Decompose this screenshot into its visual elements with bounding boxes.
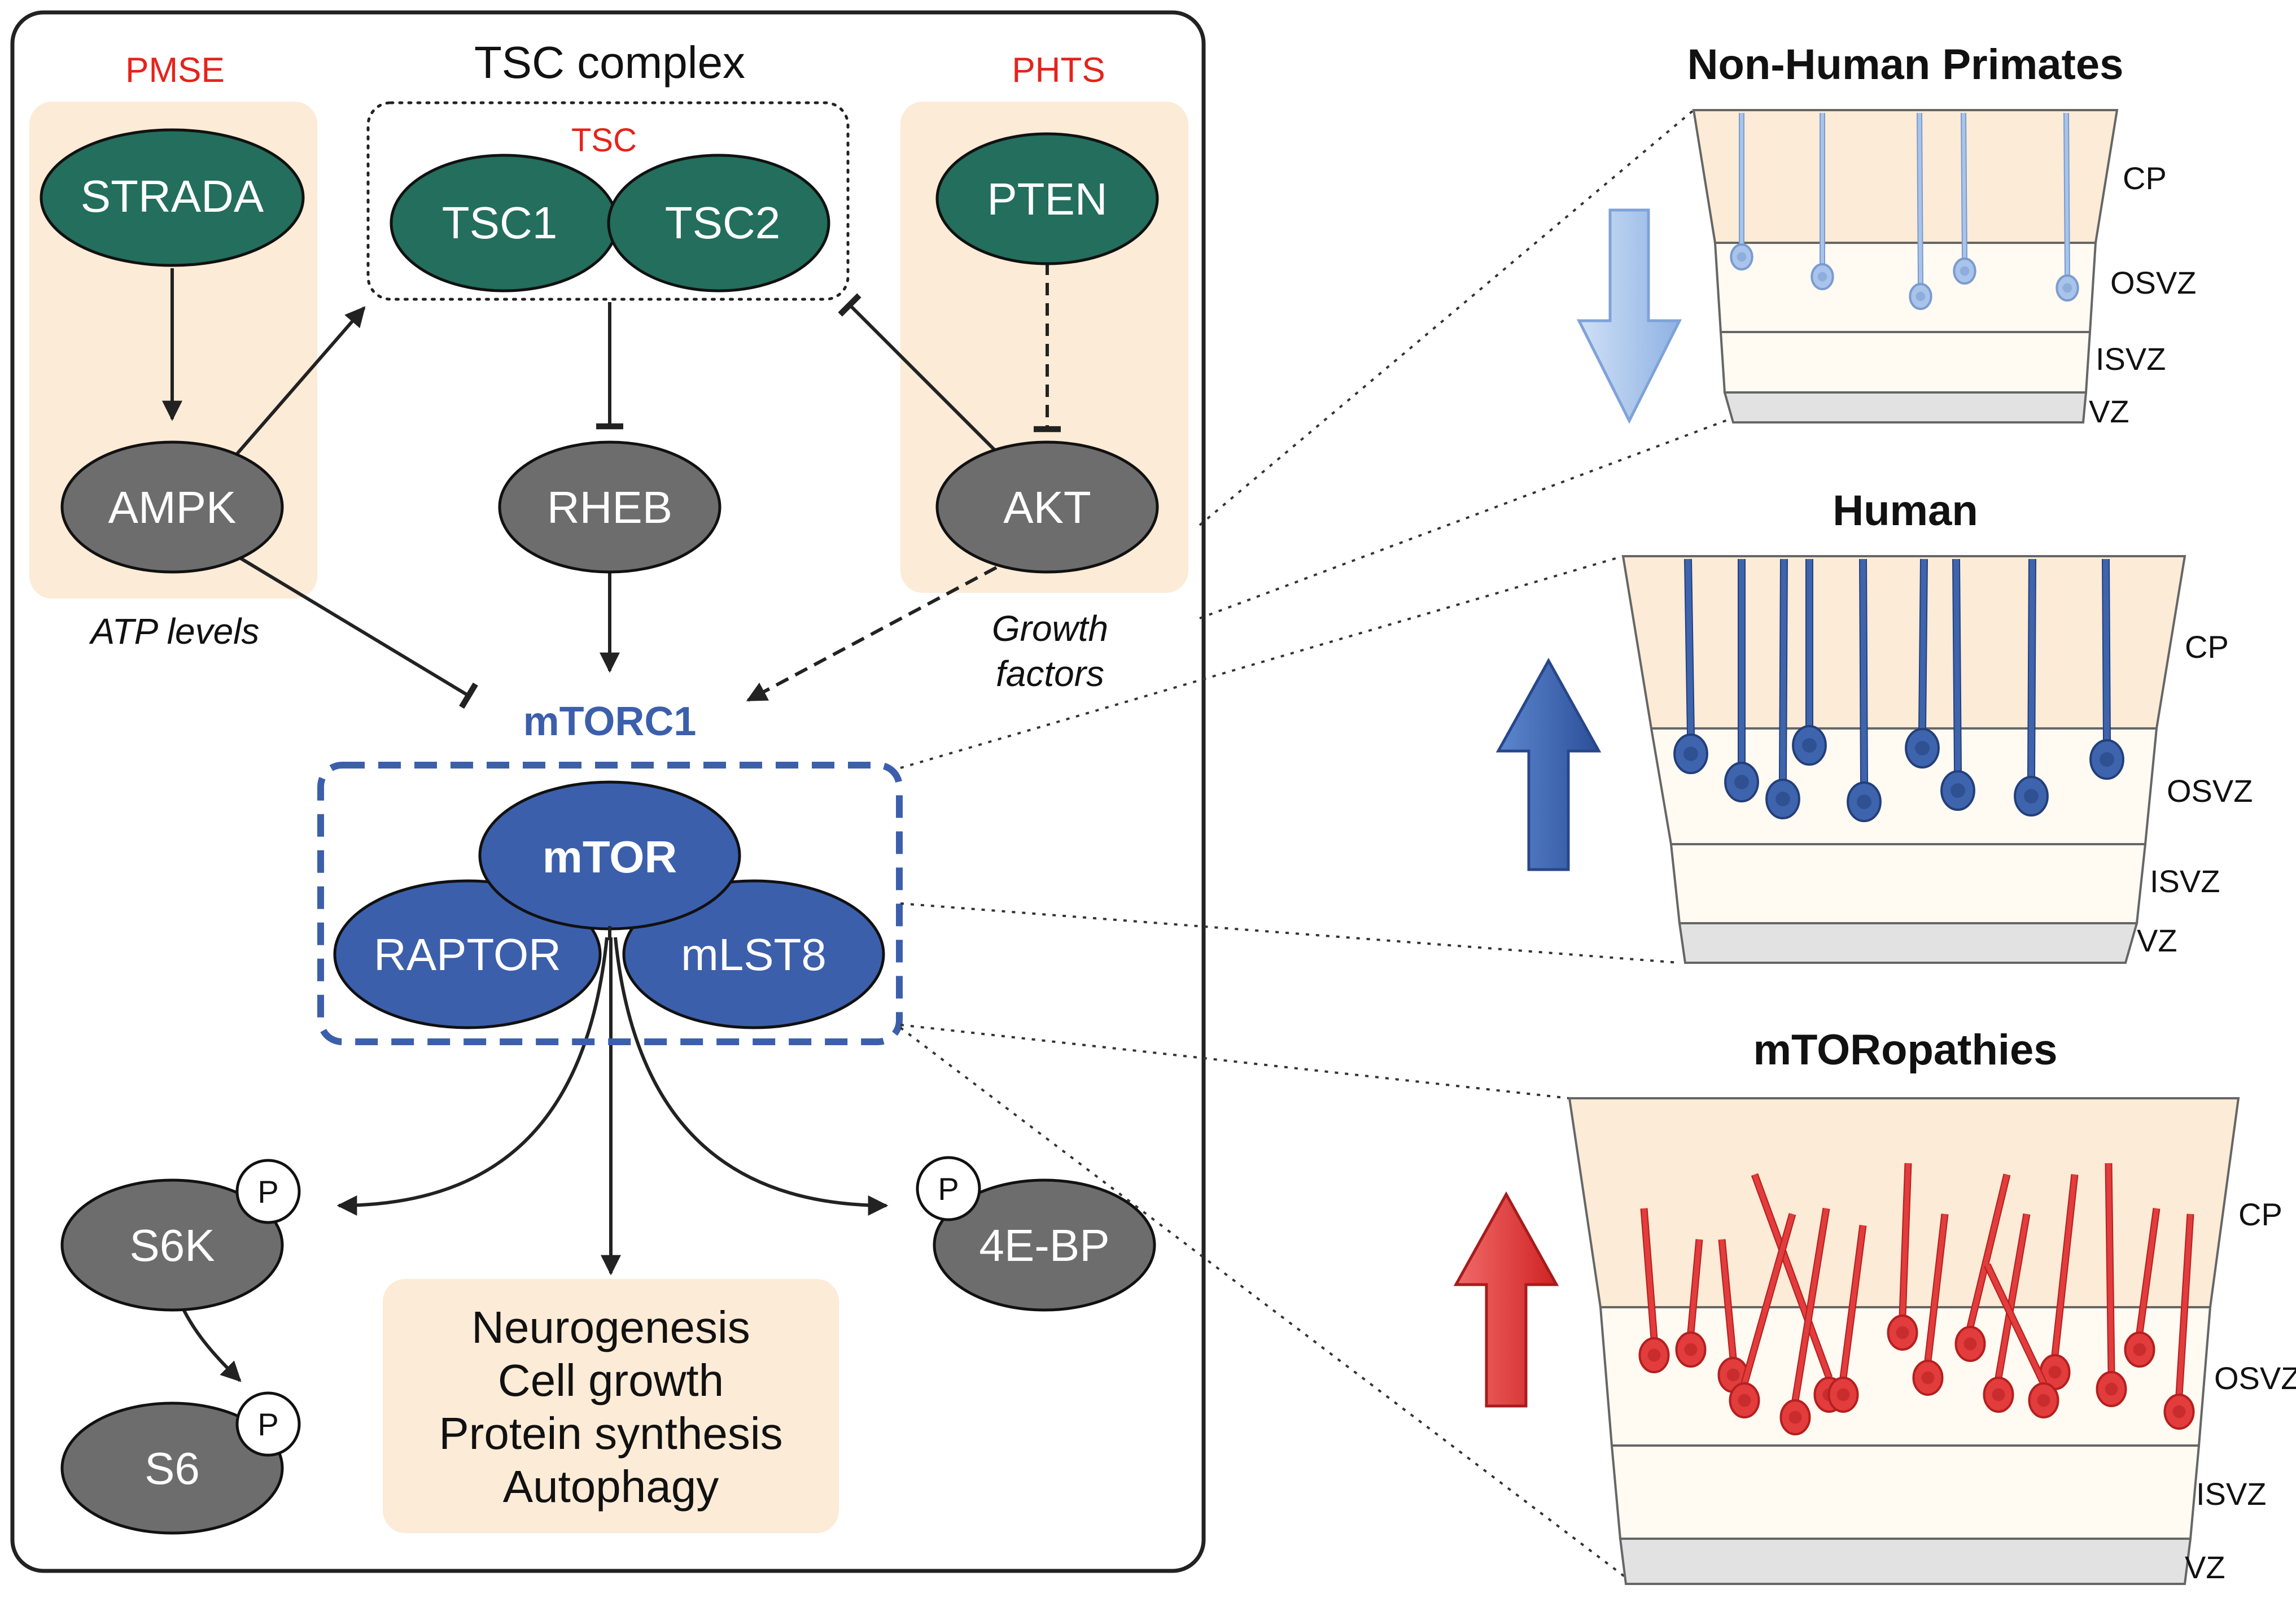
- mtor-label: mTOR: [543, 832, 677, 882]
- trend-arrow-up-human: [1495, 657, 1602, 871]
- growth-factors-line2: factors: [996, 653, 1104, 694]
- cells-nhp: [1730, 112, 2079, 310]
- tsc2-node: [607, 154, 830, 292]
- panel-title-human: Human: [1833, 487, 1978, 535]
- layer-label-human-vz: VZ: [2137, 923, 2177, 958]
- mtorc1-title: mTORC1: [523, 699, 697, 744]
- cortex-panel-human: [1621, 555, 2186, 964]
- panel-title-mtoropathies: mTORopathies: [1753, 1026, 2057, 1074]
- s6-phospho-label: P: [257, 1407, 278, 1442]
- layer-label-nhp-vz: VZ: [2089, 394, 2129, 429]
- akt-node: [935, 440, 1159, 574]
- phts-label: PHTS: [1012, 51, 1105, 90]
- ampk-node: [60, 440, 284, 574]
- layer-label-human-osvz: OSVZ: [2167, 773, 2253, 809]
- pten-node: [935, 132, 1159, 265]
- cortex-panel-nhp: [1692, 109, 2119, 423]
- 4ebp-label: 4E-BP: [979, 1220, 1109, 1270]
- ampk-inhibits-mtorc1: [236, 555, 478, 709]
- mtor-to-s6k-arrow: [336, 937, 609, 1216]
- layer-label-nhp-cp: CP: [2123, 160, 2167, 196]
- trend-arrow-up-mtoropathies: [1453, 1191, 1559, 1408]
- s6-phospho-circle: [235, 1391, 301, 1457]
- akt-to-mtorc1-arrow: [746, 566, 998, 702]
- strada-node: [40, 128, 305, 267]
- raptor-node: [333, 879, 602, 1029]
- 4ebp-phospho-label: P: [938, 1171, 959, 1207]
- pmse-label: PMSE: [125, 51, 225, 90]
- ampk-to-tsc-arrow: [230, 306, 366, 461]
- output-autophagy: Autophagy: [503, 1461, 719, 1512]
- pten-label: PTEN: [987, 174, 1107, 224]
- layer-label-human-isvz: ISVZ: [2150, 863, 2220, 899]
- outputs-background: [383, 1279, 839, 1533]
- layer-label-mtoropathies-cp: CP: [2238, 1197, 2282, 1232]
- growth-factors-line1: Growth: [992, 608, 1108, 649]
- layer-label-mtoropathies-osvz: OSVZ: [2214, 1360, 2296, 1396]
- output-protein-synthesis: Protein synthesis: [439, 1408, 782, 1459]
- atp-levels-label: ATP levels: [89, 611, 260, 652]
- ampk-label: AMPK: [108, 482, 237, 532]
- layer-label-nhp-isvz: ISVZ: [2096, 341, 2166, 377]
- tsc-complex-box: [366, 101, 850, 301]
- cells-mtoropathies: [1638, 1163, 2195, 1435]
- layer-label-nhp-osvz: OSVZ: [2110, 265, 2196, 300]
- 4ebp-phospho-circle: [916, 1156, 981, 1221]
- strada-label: STRADA: [81, 171, 264, 221]
- raptor-label: RAPTOR: [374, 929, 561, 980]
- s6k-node: [60, 1178, 284, 1312]
- s6k-phospho-label: P: [257, 1174, 278, 1210]
- rheb-node: [498, 440, 721, 574]
- s6k-label: S6K: [129, 1220, 215, 1270]
- cells-human: [1673, 558, 2124, 822]
- tsc1-label: TSC1: [442, 198, 558, 248]
- output-cell-growth: Cell growth: [498, 1355, 724, 1405]
- output-neurogenesis: Neurogenesis: [471, 1302, 750, 1352]
- mtor-to-4ebp-arrow: [614, 937, 889, 1216]
- s6-label: S6: [145, 1443, 200, 1494]
- panel-title-nhp: Non-Human Primates: [1687, 41, 2124, 89]
- mtorc1-dashed-box: [317, 762, 903, 1045]
- s6k-phospho-circle: [235, 1159, 301, 1224]
- tsc-label: TSC: [571, 122, 637, 159]
- tsc2-label: TSC2: [665, 198, 781, 248]
- cortex-panel-mtoropathies: [1568, 1097, 2240, 1585]
- connector-lines: [899, 109, 1734, 1585]
- layer-label-human-cp: CP: [2185, 629, 2229, 665]
- akt-label: AKT: [1003, 482, 1091, 532]
- rheb-label: RHEB: [547, 482, 672, 532]
- 4ebp-node: [933, 1178, 1156, 1312]
- tsc-complex-title: TSC complex: [474, 37, 745, 88]
- akt-inhibits-tsc: [838, 293, 998, 453]
- layer-label-mtoropathies-vz: VZ: [2185, 1549, 2225, 1585]
- s6-node: [60, 1401, 284, 1535]
- mlst8-label: mLST8: [681, 929, 826, 980]
- mlst8-node: [622, 879, 885, 1029]
- trend-arrow-down-nhp: [1576, 208, 1682, 424]
- layer-label-mtoropathies-isvz: ISVZ: [2196, 1476, 2266, 1512]
